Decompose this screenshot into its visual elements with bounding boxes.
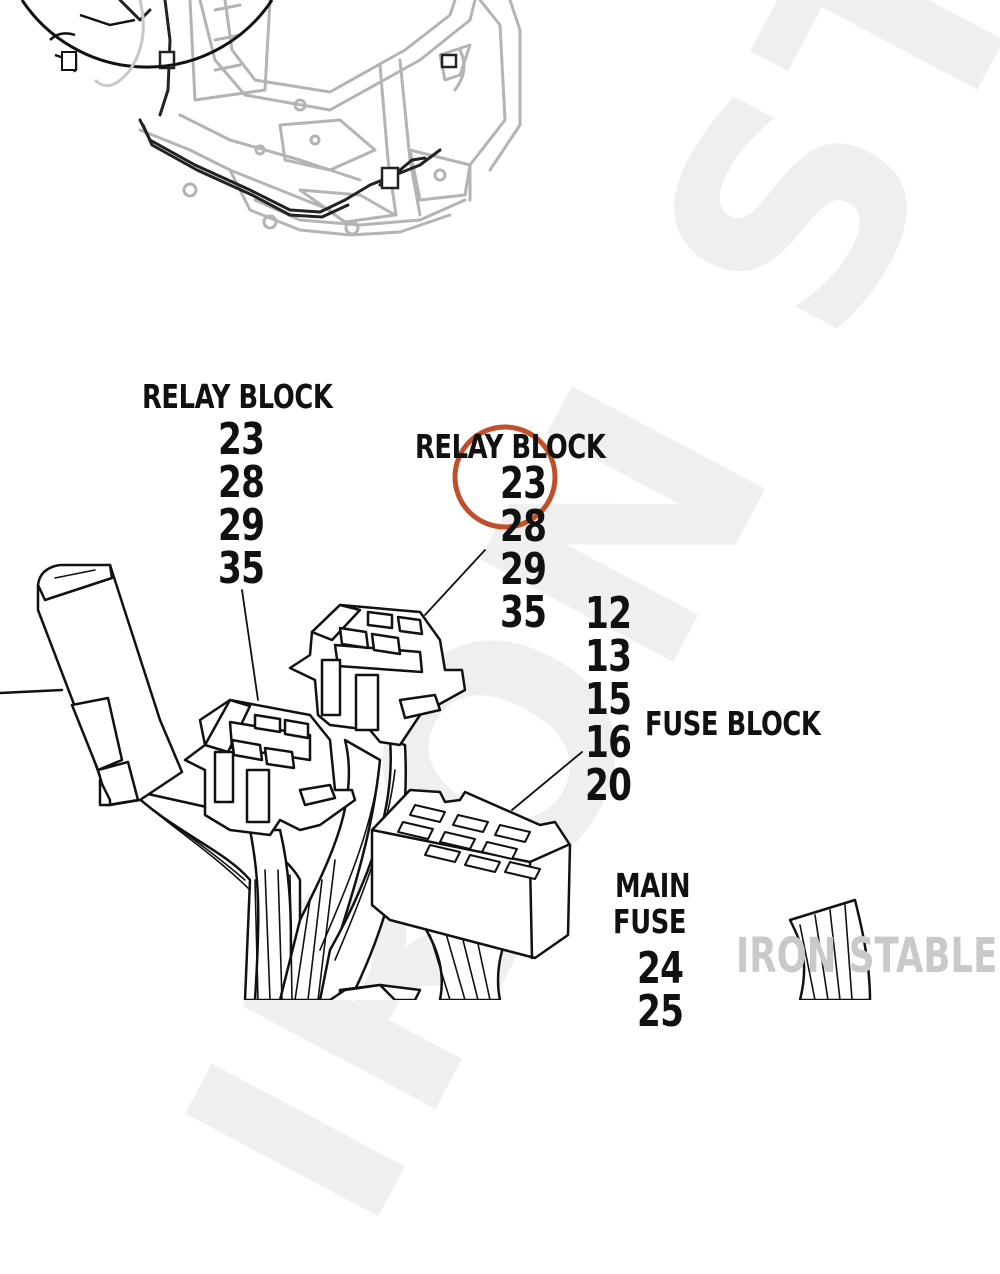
leader-lines	[241, 549, 583, 811]
diagram-drawing	[0, 0, 872, 1000]
right-relay-block	[288, 603, 467, 747]
relay-block-left-numbers: 23 28 29 35	[218, 414, 277, 594]
fuse-block-title: FUSE BLOCK	[645, 704, 821, 743]
fuse-block-numbers: 12 13 15 16 20	[585, 588, 644, 811]
main-fuse-title-line1: MAIN	[615, 866, 691, 905]
fuse-block-number: 16	[585, 717, 632, 768]
main-fuse-title-line2: FUSE	[613, 902, 687, 941]
fuse-block-number: 12	[585, 588, 632, 639]
main-fuse-numbers: 24 25	[637, 943, 696, 1037]
relay-block-left-number: 23	[218, 414, 265, 465]
fuse-block-number: 20	[585, 760, 632, 811]
relay-block-left-number: 35	[218, 543, 265, 594]
motorcycle-frame	[138, 0, 522, 237]
main-fuse-number: 25	[637, 986, 684, 1037]
relay-block-right-number: 29	[500, 544, 547, 595]
relay-block-left-number: 29	[218, 500, 265, 551]
highlight-circle	[452, 424, 558, 530]
relay-block-left-title: RELAY BLOCK	[142, 377, 333, 416]
detail-magnifier-circle	[20, 0, 274, 88]
fuse-block-number: 15	[585, 674, 632, 725]
relay-block-left-number: 28	[218, 457, 265, 508]
relay-block-right-number: 28	[500, 501, 547, 552]
left-relay-block	[183, 698, 357, 837]
relay-block-right-title: RELAY BLOCK	[415, 427, 606, 466]
fuse-block	[370, 788, 572, 960]
main-fuse-number: 24	[637, 943, 684, 994]
fuse-block-number: 13	[585, 631, 632, 682]
brand-watermark: IRON STABLE	[736, 928, 998, 984]
relay-block-right-numbers: 23 28 29 35	[500, 458, 559, 638]
relay-block-right-number: 35	[500, 587, 547, 638]
relay-block-right-number: 23	[500, 458, 547, 509]
lower-harness	[0, 549, 872, 1000]
